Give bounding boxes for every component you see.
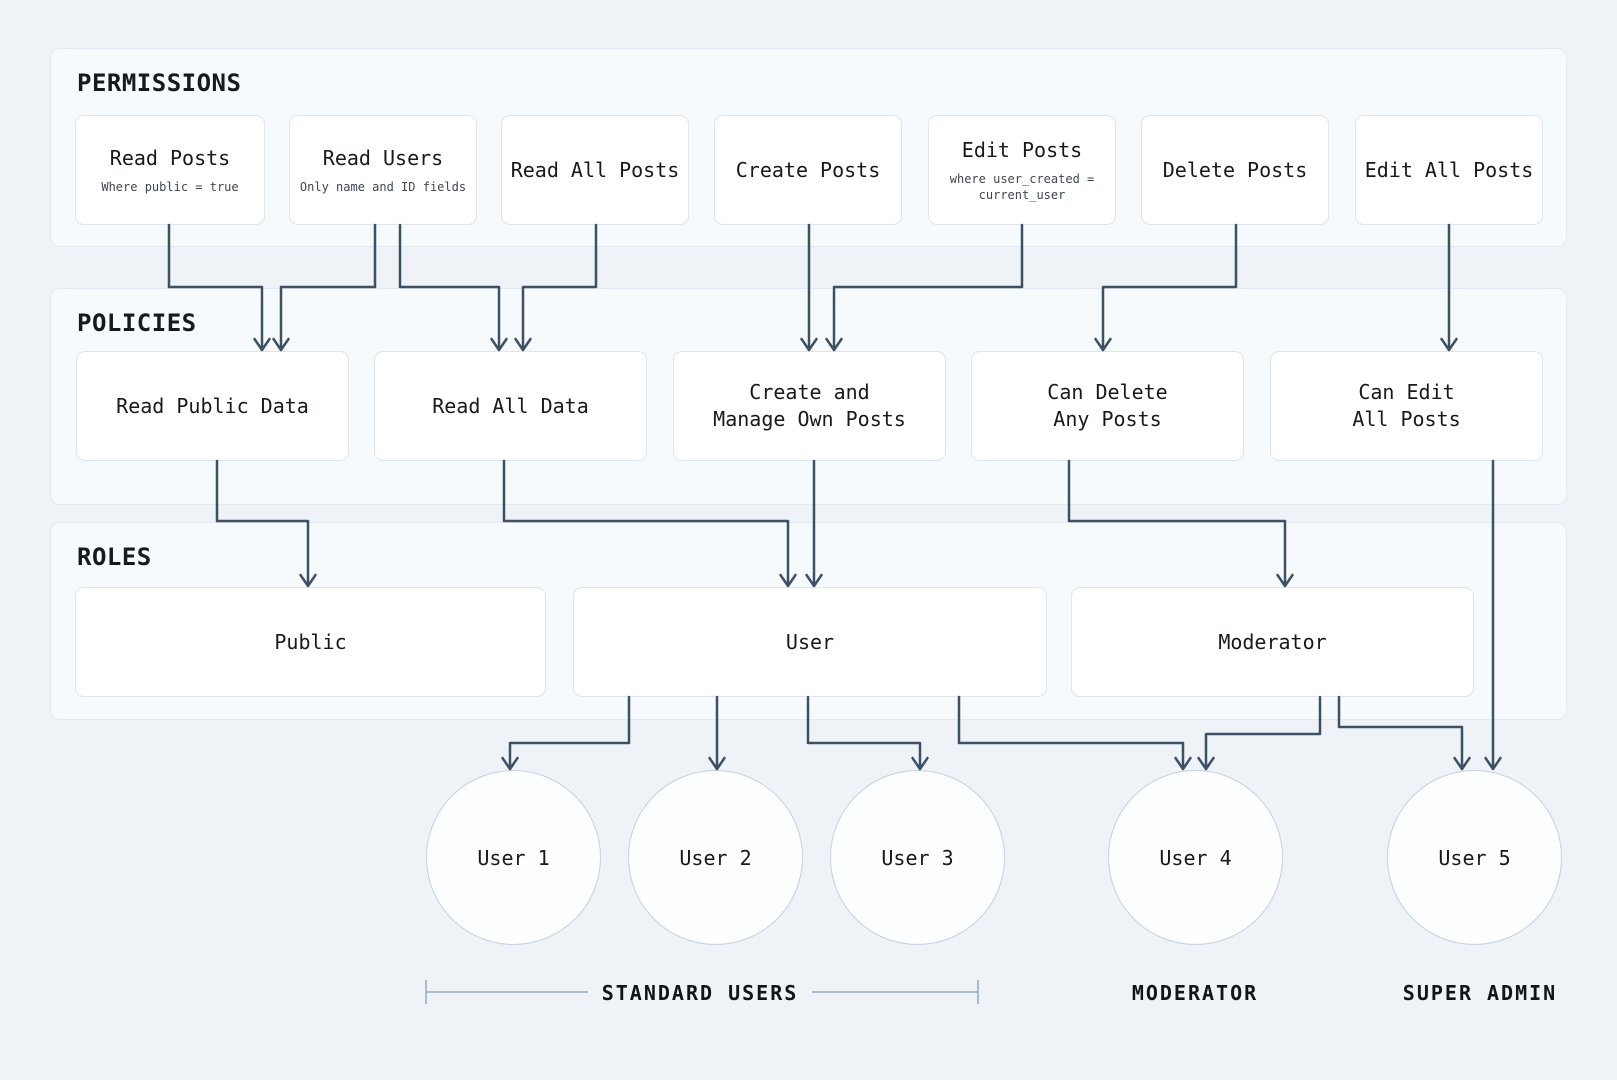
user-circle-4: User 4 <box>1108 770 1283 945</box>
node-title: Read Users <box>322 146 444 170</box>
node-title: Read All Posts <box>510 157 680 182</box>
node-title: Can Edit All Posts <box>1352 380 1461 431</box>
permission-edit-posts: Edit Posts where user_created = current_… <box>928 115 1116 225</box>
node-title: Edit Posts <box>961 138 1083 162</box>
user-circle-3: User 3 <box>830 770 1005 945</box>
user-circle-1: User 1 <box>426 770 601 945</box>
permission-read-all-posts: Read All Posts <box>501 115 689 225</box>
role-moderator: Moderator <box>1071 587 1474 697</box>
policy-read-public-data: Read Public Data <box>76 351 349 461</box>
user-label: User 3 <box>881 845 954 870</box>
section-policies-title: POLICIES <box>77 309 197 337</box>
group-label-standard-users: STANDARD USERS <box>601 981 799 1005</box>
node-subtitle: Only name and ID fields <box>299 180 467 194</box>
node-title: Delete Posts <box>1162 157 1308 182</box>
node-title: Can Delete Any Posts <box>1047 380 1168 431</box>
node-title: User <box>785 629 835 654</box>
policy-read-all-data: Read All Data <box>374 351 647 461</box>
node-title: Public <box>274 629 347 654</box>
permission-create-posts: Create Posts <box>714 115 902 225</box>
node-title: Create and Manage Own Posts <box>713 380 906 431</box>
node-title: Moderator <box>1218 629 1327 654</box>
policy-create-manage-own-posts: Create and Manage Own Posts <box>673 351 946 461</box>
user-label: User 5 <box>1438 845 1511 870</box>
user-label: User 2 <box>679 845 752 870</box>
policy-can-edit-all-posts: Can Edit All Posts <box>1270 351 1543 461</box>
permission-edit-all-posts: Edit All Posts <box>1355 115 1543 225</box>
group-label-moderator: MODERATOR <box>1131 981 1259 1005</box>
node-title: Read Posts <box>109 146 231 170</box>
role-user: User <box>573 587 1047 697</box>
node-title: Create Posts <box>735 157 881 182</box>
section-roles-title: ROLES <box>77 543 152 571</box>
user-label: User 4 <box>1159 845 1232 870</box>
permission-delete-posts: Delete Posts <box>1141 115 1329 225</box>
user-label: User 1 <box>477 845 550 870</box>
role-public: Public <box>75 587 546 697</box>
node-subtitle: where user_created = current_user <box>949 172 1095 202</box>
user-circle-2: User 2 <box>628 770 803 945</box>
permission-read-posts: Read Posts Where public = true <box>75 115 265 225</box>
node-title: Read Public Data <box>116 393 309 418</box>
node-title: Edit All Posts <box>1364 157 1534 182</box>
group-label-super-admin: SUPER ADMIN <box>1402 981 1558 1005</box>
policy-can-delete-any-posts: Can Delete Any Posts <box>971 351 1244 461</box>
node-title: Read All Data <box>432 393 589 418</box>
permission-read-users: Read Users Only name and ID fields <box>289 115 477 225</box>
section-permissions-title: PERMISSIONS <box>77 69 242 97</box>
node-subtitle: Where public = true <box>101 180 239 194</box>
user-circle-5: User 5 <box>1387 770 1562 945</box>
